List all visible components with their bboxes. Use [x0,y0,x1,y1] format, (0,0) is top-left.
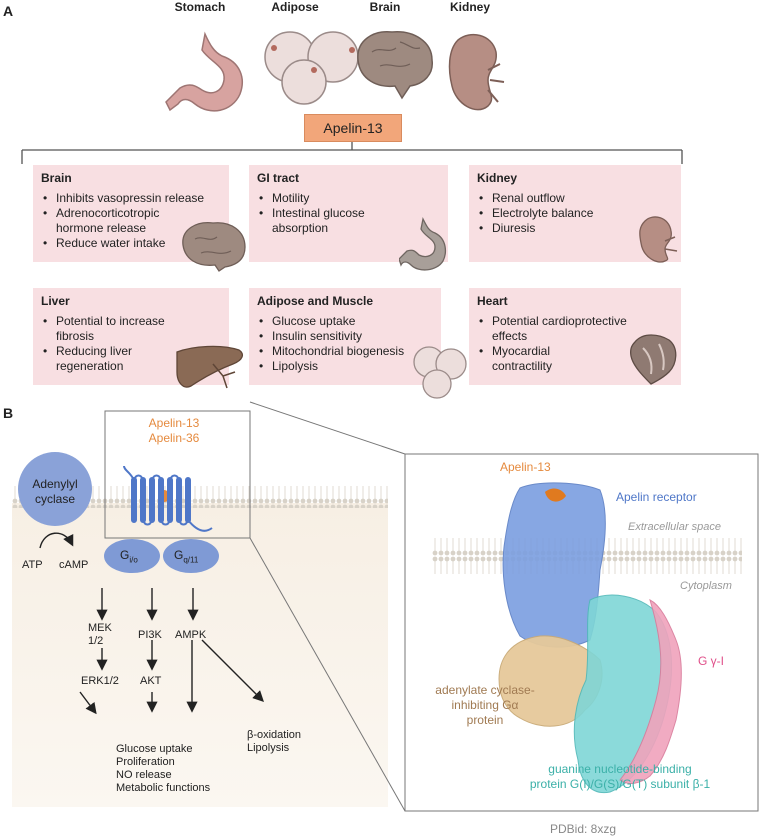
card-item: Adrenocorticotropic hormone release [43,206,186,236]
card-gi-tract: GI tract Motility Intestinal glucose abs… [249,165,448,271]
extracellular-label: Extracellular space [628,521,721,533]
panel-b-letter: B [3,405,14,421]
g-q11-base: G [174,548,184,562]
card-item: Motility [259,191,392,206]
ligand-label-13: Apelin-13 [148,416,200,430]
card-item: Diuresis [479,221,593,236]
galpha-label-1: adenylate cyclase- [435,683,535,697]
card-title: Heart [477,294,508,308]
card-item: Renal outflow [479,191,593,206]
stomach-icon [399,217,447,271]
adipose-icon [413,346,467,399]
g-gamma-label: G γ-I [698,654,724,668]
organ-label-adipose: Adipose [271,0,319,14]
card-title: Brain [41,171,72,185]
mek-sub-label: 1/2 [88,635,104,647]
card-liver: Liver Potential to increase fibrosis Red… [33,288,244,389]
card-item: Intestinal glucose absorption [259,206,392,236]
gpcr-receptor-icon [123,465,213,532]
akt-label: AKT [140,675,162,687]
organ-label-kidney: Kidney [449,0,490,14]
card-item: Potential to increase fibrosis [43,314,206,344]
g-protein-q11 [163,539,219,573]
galpha-label-3: protein [466,713,504,727]
panel-b-graphics [12,401,759,812]
card-item: Mitochondrial biogenesis [259,344,404,359]
brain-icon [357,31,433,100]
structure-apelin13-label: Apelin-13 [500,460,551,474]
brain-icon [182,222,246,272]
outcome-beta-oxidation: β-oxidation [247,729,302,741]
g-io-base: G [120,548,130,562]
card-adipose-muscle: Adipose and Muscle Glucose uptake Insuli… [249,288,467,399]
gbeta-label-1: guanine nucleotide-binding [548,762,692,776]
card-title: Adipose and Muscle [257,294,374,308]
g-protein-io [104,539,160,573]
pdb-id: PDBid: 8xzg [550,822,617,836]
g-io-label: Gi/o [120,548,138,564]
outcome-lipolysis: Lipolysis [247,742,290,754]
stomach-icon [165,31,243,112]
card-heart: Heart Potential cardioprotective effects… [469,288,681,385]
card-item: Insulin sensitivity [259,329,404,344]
kidney-icon [448,33,505,111]
adipose-icon [264,31,359,105]
heart-icon [629,334,677,385]
mek-label: MEK [88,622,112,634]
organ-label-brain: Brain [369,0,401,14]
card-item: Lipolysis [259,359,404,374]
outcome-proliferation: Proliferation [116,756,175,768]
g-q11-sub: q/11 [183,555,199,565]
g-q11-label: Gq/11 [174,548,198,564]
liver-icon [176,345,244,389]
gbeta-label-2: protein G(I)/G(S)/G(T) subunit β-1 [529,777,711,791]
atp-label: ATP [22,559,43,571]
card-brain: Brain Inhibits vasopressin release Adren… [33,165,246,272]
card-item: Reduce water intake [43,236,204,251]
card-item: Potential cardioprotective effects [479,314,657,344]
adenylyl-cyclase-label-2: cyclase [34,492,75,506]
g-io-sub: i/o [129,555,138,565]
adenylyl-cyclase-label-1: Adenylyl [32,477,78,491]
receptor-zoom-box [104,410,251,539]
adenylyl-cyclase-icon [18,452,92,526]
panel-a-letter: A [3,3,14,19]
kidney-icon [639,216,678,263]
card-title: Liver [41,294,70,308]
card-title: GI tract [257,171,300,185]
camp-label: cAMP [59,559,89,571]
card-item: Electrolyte balance [479,206,593,221]
outcome-glucose: Glucose uptake [116,743,193,755]
organ-label-stomach: Stomach [174,0,226,14]
protein-structure [498,482,682,794]
card-item: Inhibits vasopressin release [43,191,204,206]
card-title: Kidney [477,171,518,185]
card-item: Glucose uptake [259,314,404,329]
card-kidney: Kidney Renal outflow Electrolyte balance… [469,165,681,263]
ligand-label-36: Apelin-36 [148,431,200,445]
card-item: Myocardial contractility [479,344,602,374]
cell-membrane [12,486,388,508]
erk-label: ERK1/2 [81,675,119,687]
galpha-label-2: inhibiting Gα [451,698,519,712]
card-item: Reducing liver regeneration [43,344,176,374]
receptor-label: Apelin receptor [616,490,697,504]
panel-a-illustrations [21,31,683,164]
outcome-metabolic: Metabolic functions [116,782,211,794]
pi3k-label: PI3K [138,629,162,641]
cytoplasm-label: Cytoplasm [680,580,732,592]
apelin-hub-box: Apelin-13 [304,114,402,142]
ampk-label: AMPK [175,629,207,641]
outcome-no-release: NO release [116,769,172,781]
